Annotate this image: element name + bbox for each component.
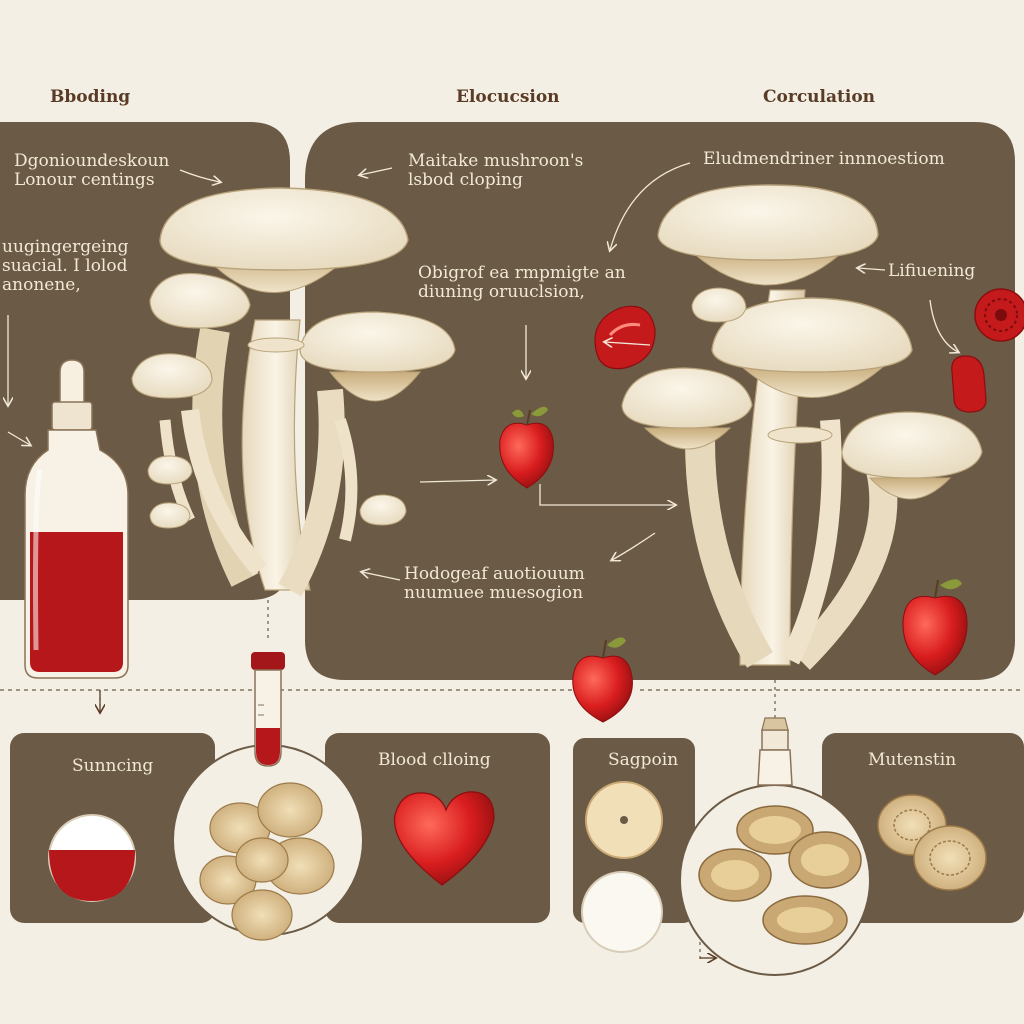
header-left: Bboding (50, 87, 131, 107)
label-left-mid: uugingergeing suacial. I lolod anonene, (2, 237, 129, 296)
card-label-blood-clloing: Blood clloing (378, 750, 491, 770)
flask-icon (757, 717, 793, 786)
serum-bottle-icon (24, 359, 129, 679)
white-disc-icon (581, 871, 663, 953)
blood-slice-icon (974, 288, 1024, 342)
mushroom-texture-slices-icon (877, 794, 987, 891)
mushroom-caps-icon (698, 805, 862, 945)
half-filled-circle-icon (48, 814, 136, 902)
label-left-top: Dgonioundeskoun Lonour centings (14, 151, 170, 191)
label-center-bottom: Hodogeaf auotiouum nuumuee muesogion (404, 564, 585, 604)
card-label-sagpoin: Sagpoin (608, 750, 679, 770)
label-right-top: Eludmendriner innnoestiom (703, 149, 945, 169)
apple-icon (902, 579, 968, 676)
apple-icon (572, 637, 633, 723)
heart-icon (393, 791, 495, 886)
header-center: Elocucsion (456, 87, 560, 107)
apple-icon (499, 406, 554, 489)
label-center-top: Maitake mushroon's lsbod cloping (408, 151, 584, 191)
card-label-sunncing: Sunncing (72, 756, 154, 776)
mushroom-slices-icon (199, 782, 335, 941)
header-right: Corculation (763, 87, 876, 107)
beige-disc-icon (585, 781, 663, 859)
blood-drop-icon (951, 355, 987, 413)
left-mushroom-cluster (131, 187, 456, 597)
label-right-mid: Lifiuening (888, 261, 976, 281)
right-mushroom-cluster (621, 184, 983, 670)
card-label-mutenstin: Mutenstin (868, 750, 957, 770)
blood-cell-icon (594, 305, 656, 370)
test-tube-icon (251, 652, 285, 767)
annotation-arrows (8, 162, 958, 581)
label-center-mid: Obigrof ea rmpmigte an diuning oruuclsio… (418, 263, 626, 303)
